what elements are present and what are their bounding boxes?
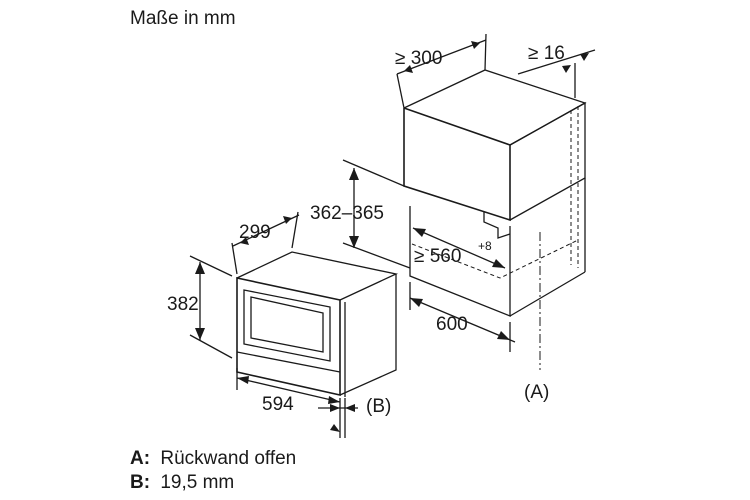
dim-cabinet-depth-label: ≥ 300 [395,48,442,69]
dim-oven-width: 594 [236,368,341,438]
niche-inner-floor [411,239,579,279]
dim-oven-width-label: 594 [262,394,294,415]
dim-cabinet-width-label: 600 [436,314,468,335]
dim-gap: ≥ 16 [517,43,596,98]
dim-niche-width-label: ≥ 560 [414,246,461,267]
dim-niche-width: ≥ 560 +8 [412,227,506,269]
dim-oven-height-label: 382 [167,294,199,315]
dim-frame-thickness: (B) [318,396,391,438]
marker-a: (A) [524,382,549,403]
dim-niche-height-label: 362–365 [310,203,384,224]
cabinet-top [403,69,587,146]
microwave-oven-drawing [236,251,399,397]
dim-oven-depth-label: 299 [239,222,271,243]
oven-front [236,277,341,396]
dim-oven-height: 382 [167,255,233,359]
dim-cabinet-depth: ≥ 300 [395,33,487,109]
cabinet-right-side [509,101,586,221]
title: Maße in mm [130,8,236,29]
oven-control-strip [236,351,341,373]
dim-niche-width-sup: +8 [478,239,492,253]
dim-oven-depth: 299 [231,211,300,275]
niche-step [483,212,511,239]
cabinet-upper-front [403,107,511,222]
legend-text-b: 19,5 mm [160,472,234,493]
dim-cabinet-width: 600 [409,282,516,352]
legend-key-a: A: [130,448,150,469]
legend-text-a: Rückwand offen [160,448,296,469]
oven-door-inner [243,289,331,362]
oven-door-window [250,296,324,353]
legend-item-a: A: Rückwand offen [130,448,296,469]
legend-key-b: B: [130,472,150,493]
dim-gap-label: ≥ 16 [528,43,565,64]
niche-left-edge [409,206,511,317]
wall-cabinet-drawing [403,69,587,370]
niche-bottom [509,271,586,317]
legend: A: Rückwand offen B: 19,5 mm [130,448,296,493]
legend-item-b: B: 19,5 mm [130,472,234,493]
marker-b: (B) [366,396,391,417]
dim-niche-height: 362–365 [310,159,411,269]
oven-top [236,251,399,301]
oven-side [339,274,397,396]
